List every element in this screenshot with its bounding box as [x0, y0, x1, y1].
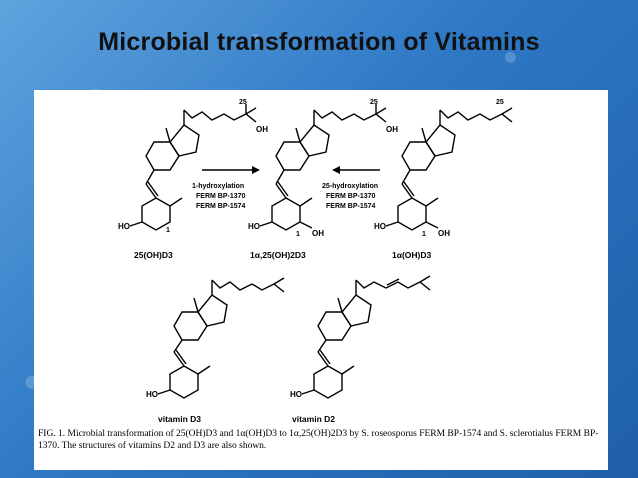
arrow-left-text-1: 1-hydroxylation: [192, 183, 244, 190]
arrow-right-text-2: FERM BP-1370: [326, 193, 376, 200]
figure-panel: OH OH OH OH HO HO HO HO HO 25 25 25 1 1 …: [34, 90, 608, 470]
c25-label-c3: 25: [496, 99, 504, 106]
ho-label-c1: HO: [118, 222, 130, 231]
c1-label-c1: 1: [166, 227, 170, 234]
oh-label-c3-1: OH: [438, 229, 450, 238]
arrow-right-text-3: FERM BP-1574: [326, 203, 376, 210]
figure-caption: FIG. 1. Microbial transformation of 25(O…: [38, 429, 599, 451]
c25-label-c2: 25: [370, 99, 378, 106]
arrow-right-text-1: 25-hydroxylation: [322, 183, 378, 190]
structure-vitamin-d2: [301, 275, 431, 399]
compound-label-vitamin-d2: vitamin D2: [292, 414, 335, 424]
structure-vitamin-d3: [157, 277, 285, 399]
oh-label-c2: OH: [386, 125, 398, 134]
oh-label-c1: OH: [256, 125, 268, 134]
c25-label-c1: 25: [239, 99, 247, 106]
compound-label-25ohd3: 25(OH)D3: [134, 250, 173, 260]
structure-1aohd3: [385, 107, 513, 231]
reaction-arrow-left: [332, 166, 380, 174]
c1-label-c2: 1: [296, 231, 300, 238]
slide-title: Microbial transformation of Vitamins: [98, 28, 540, 56]
oh-label-c2-1: OH: [312, 229, 324, 238]
reaction-arrow-right: [202, 166, 260, 174]
arrow-left-text-2: FERM BP-1370: [196, 193, 246, 200]
arrow-left-text-3: FERM BP-1574: [196, 203, 246, 210]
ho-label-c2: HO: [248, 222, 260, 231]
compound-label-1a25oh2d3: 1α,25(OH)2D3: [250, 250, 306, 260]
ho-label-c3: HO: [374, 222, 386, 231]
ho-label-vd3: HO: [146, 390, 158, 399]
structure-25ohd3: [129, 104, 257, 231]
ho-label-vd2: HO: [290, 390, 302, 399]
chemical-structures-diagram: OH OH OH OH HO HO HO HO HO 25 25 25 1 1 …: [118, 99, 513, 424]
structure-1a25oh2d3: [259, 104, 387, 231]
c1-label-c3: 1: [422, 231, 426, 238]
compound-label-1aohd3: 1α(OH)D3: [392, 250, 432, 260]
compound-label-vitamin-d3: vitamin D3: [158, 414, 201, 424]
